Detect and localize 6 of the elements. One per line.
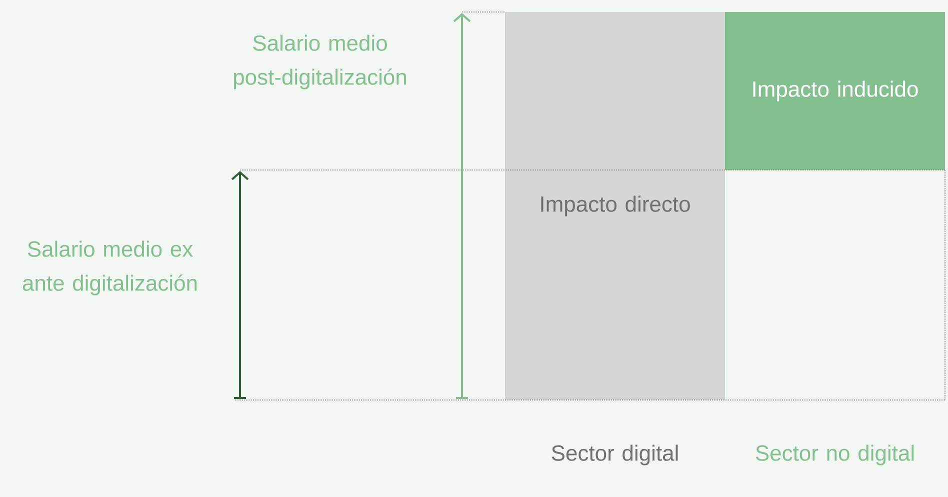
axis-label: Salario medio ex ante digitalización: [22, 240, 197, 296]
axis-label: Sector digital: [552, 444, 678, 466]
axis-label: Salario medio post-digitalización: [234, 34, 406, 90]
impact-box: Impacto directo: [505, 12, 725, 400]
axis-label: Sector no digital: [756, 444, 914, 466]
impact-box: Impacto inducido: [725, 12, 945, 170]
